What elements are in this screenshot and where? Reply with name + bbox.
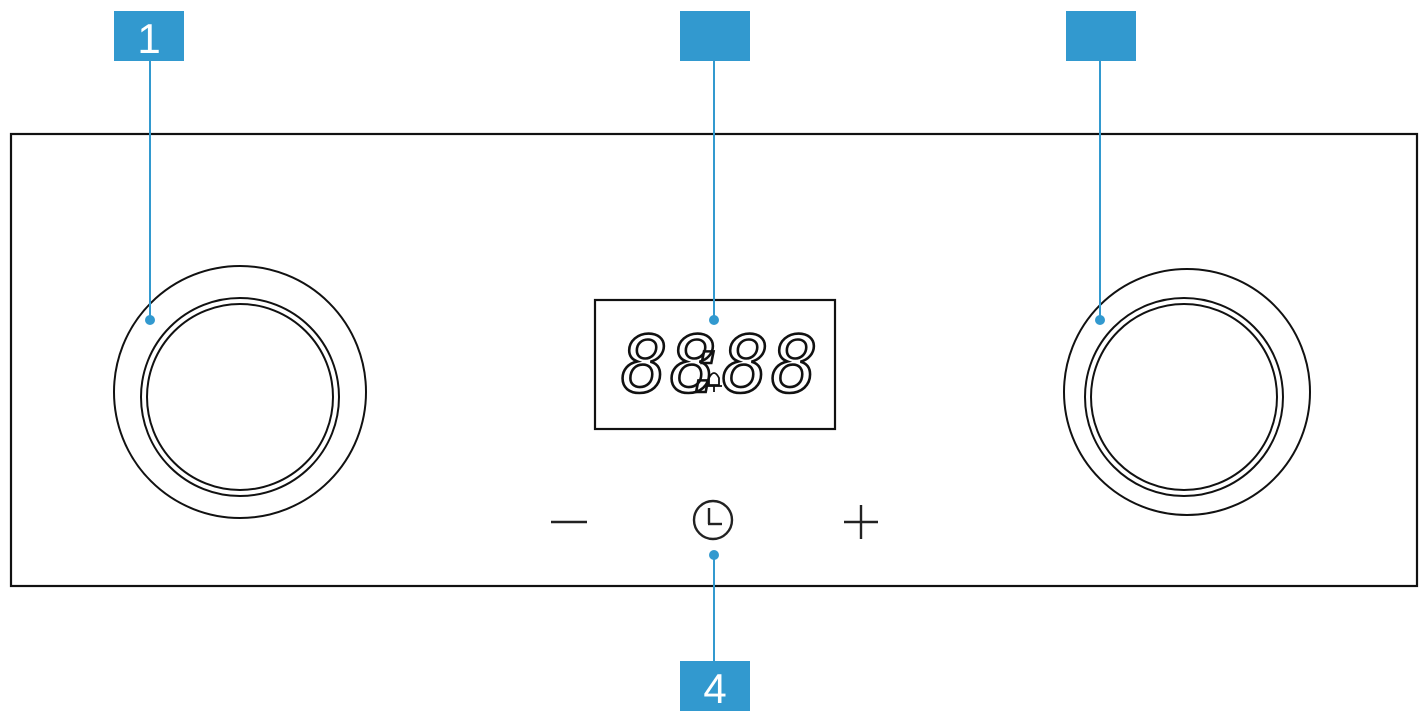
callout-clock-button: 4 [680,550,750,712]
callout-knob-right [1066,11,1136,325]
callout-knob-left-label: 1 [137,15,160,62]
display: 88 : 88 [593,298,837,431]
knob-right-face [1090,303,1278,491]
display-digits-left: 88 [621,321,719,411]
callout-clock-button-label: 4 [703,665,726,712]
plus-icon [844,505,878,539]
knob-left[interactable] [113,265,367,519]
plus-button[interactable]: + [844,505,878,541]
callout-display-dot [709,315,719,325]
clock-button[interactable] [692,499,734,541]
callout-display-box [680,11,750,61]
knob-right-inner-ring [1084,297,1284,497]
display-digits-right: 88 [722,321,820,411]
minus-button[interactable]: − [551,520,587,541]
knob-left-outer-ring [113,265,367,519]
knob-left-inner-ring [140,297,340,497]
display-separator: : [683,321,732,411]
callout-knob-left-box [114,11,184,61]
callout-knob-left-dot [145,315,155,325]
clock-icon [692,499,734,541]
bell-icon [706,372,722,392]
callout-knob-left: 1 [114,11,184,325]
callout-display [680,11,750,325]
callout-clock-button-box [680,661,750,711]
callout-knob-right-dot [1095,315,1105,325]
knob-right-outer-ring [1063,268,1311,516]
callout-clock-button-dot [709,550,719,560]
callout-knob-right-box [1066,11,1136,61]
knob-right[interactable] [1063,268,1311,516]
knob-left-face [146,303,334,491]
